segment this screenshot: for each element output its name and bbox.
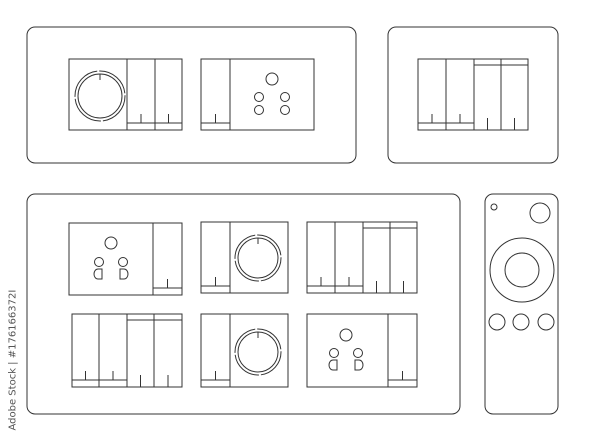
module-frame <box>200 58 315 131</box>
power-button <box>529 202 551 224</box>
remote-button <box>488 313 506 331</box>
switchboard-six-module <box>26 193 461 415</box>
module-frame <box>306 221 418 294</box>
socket-hole <box>329 348 339 358</box>
dial-inner-ring <box>77 73 123 119</box>
module-frame <box>417 58 529 131</box>
module-switch-dimmer <box>200 313 289 388</box>
socket-hole <box>280 105 290 115</box>
module-switch-socket <box>200 58 315 131</box>
socket-hole <box>254 105 264 115</box>
module-four-switches <box>417 58 529 131</box>
socket-hole <box>94 257 104 267</box>
remote-control <box>484 193 559 415</box>
socket-hole <box>353 348 363 358</box>
module-dimmer-switches <box>68 58 183 131</box>
dial-outer-ring <box>74 70 126 122</box>
module-socket-switch <box>306 313 418 388</box>
indicator-light-icon <box>490 203 498 211</box>
switchboard-one-module <box>387 26 559 164</box>
dimmer-dial-icon <box>234 328 282 376</box>
socket-earth-hole <box>104 236 118 250</box>
socket-3pin-icon <box>254 72 290 115</box>
socket-hole <box>118 257 128 267</box>
panel-frame <box>26 26 357 164</box>
remote-button <box>537 313 555 331</box>
center-button <box>504 252 540 288</box>
dpad-ring <box>489 237 555 303</box>
switchboard-two-module <box>26 26 357 164</box>
socket-d-hole <box>328 359 338 371</box>
dimmer-dial-icon <box>234 234 282 282</box>
socket-d-hole <box>93 268 103 280</box>
watermark-text: Adobe Stock | #176166372I <box>7 289 19 431</box>
module-socket-switch <box>68 222 183 296</box>
socket-hole <box>254 92 264 102</box>
socket-hole <box>280 92 290 102</box>
module-frame <box>200 221 289 294</box>
remote-button <box>512 313 530 331</box>
dial-outer-ring <box>234 328 282 376</box>
socket-earth-hole <box>339 328 353 342</box>
dial-outer-ring <box>234 234 282 282</box>
socket-icon <box>328 328 364 371</box>
module-frame <box>68 222 183 296</box>
panel-frame <box>387 26 559 164</box>
socket-earth-hole <box>265 72 279 86</box>
socket-icon <box>93 236 129 280</box>
dimmer-dial-icon <box>74 70 126 122</box>
module-switch-dimmer <box>200 221 289 294</box>
module-four-switches <box>306 221 418 294</box>
module-four-switches <box>71 313 183 388</box>
module-frame <box>200 313 289 388</box>
module-frame <box>68 58 183 131</box>
panel-frame <box>26 193 461 415</box>
remote-body <box>484 193 559 415</box>
socket-d-hole <box>119 268 129 280</box>
socket-d-hole <box>354 359 364 371</box>
module-frame <box>306 313 418 388</box>
